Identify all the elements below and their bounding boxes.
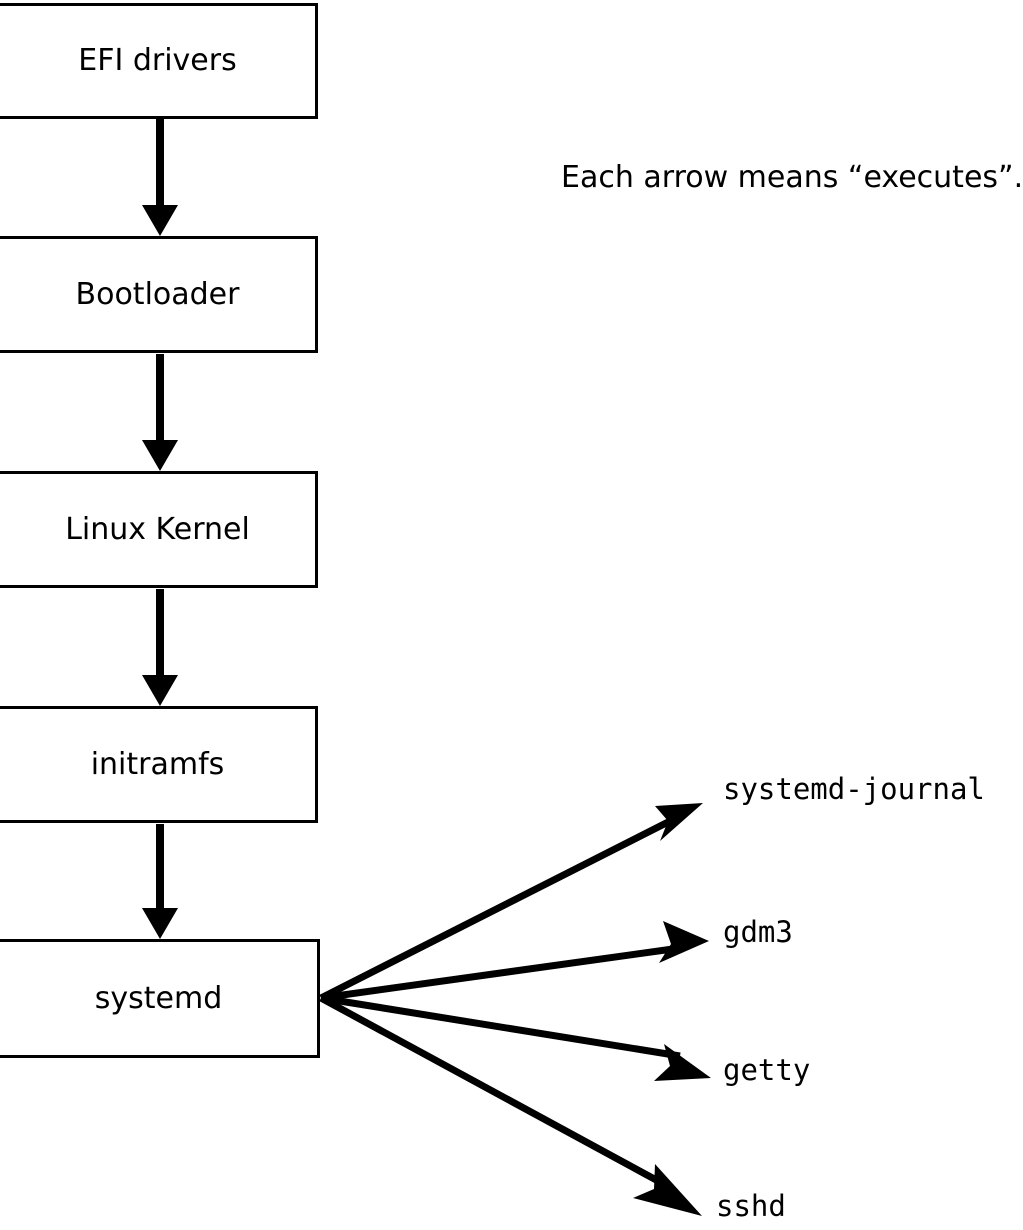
stage-label-bootloader: Bootloader — [75, 276, 240, 312]
stage-box-linux-kernel[interactable]: Linux Kernel — [0, 471, 318, 588]
stage-box-bootloader[interactable]: Bootloader — [0, 236, 318, 353]
stage-label-systemd: systemd — [94, 980, 223, 1016]
service-label-getty[interactable]: getty — [723, 1053, 811, 1087]
stage-box-systemd[interactable]: systemd — [0, 939, 320, 1058]
service-label-gdm3[interactable]: gdm3 — [723, 915, 793, 949]
fan-arrow-sshd — [319, 994, 702, 1216]
service-label-systemd-journal[interactable]: systemd-journal — [723, 772, 985, 806]
fan-arrow-getty — [320, 994, 711, 1081]
chain-arrow-efi-to-bootloader — [142, 119, 178, 236]
stage-box-initramfs[interactable]: initramfs — [0, 706, 318, 823]
fan-arrow-gdm3 — [320, 921, 709, 1002]
chain-arrow-initramfs-to-systemd — [142, 824, 178, 939]
chain-arrow-kernel-to-initramfs — [142, 589, 178, 706]
service-label-sshd[interactable]: sshd — [716, 1189, 786, 1223]
fan-arrow-systemd-journal — [319, 803, 703, 1002]
stage-label-linux-kernel: Linux Kernel — [65, 511, 250, 547]
stage-label-initramfs: initramfs — [90, 746, 225, 782]
stage-box-efi-drivers[interactable]: EFI drivers — [0, 3, 318, 119]
stage-label-efi-drivers: EFI drivers — [78, 43, 237, 78]
diagram-caption: Each arrow means “executes”. — [561, 160, 1023, 195]
chain-arrow-bootloader-to-kernel — [142, 354, 178, 471]
